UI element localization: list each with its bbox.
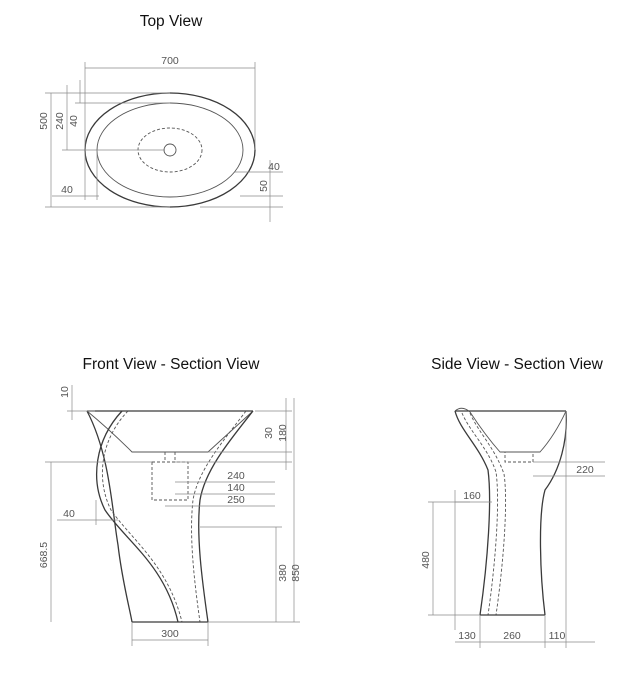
top-view-title: Top View [140,13,203,30]
dim-label: 240 [54,112,66,130]
dim-label: 700 [161,55,179,67]
dim-label: 160 [463,490,481,502]
dim-label: 380 [277,564,289,582]
dim-label: 30 [263,427,275,439]
front-view-title: Front View - Section View [83,356,261,373]
dim-label: 850 [290,564,302,582]
top-view: Top View [38,13,283,222]
dim-label: 220 [576,464,594,476]
dim-label: 40 [268,161,280,173]
dim-label: 130 [458,630,476,642]
dim-label: 250 [227,494,245,506]
drain-hole [163,143,177,157]
dim-label: 110 [549,630,566,642]
dim-label: 40 [63,508,75,520]
side-view-title: Side View - Section View [431,356,604,373]
dim-label: 40 [68,115,80,127]
dim-label: 260 [503,630,521,642]
side-view-dimension-labels: 220 160 480 130 260 110 [420,464,594,642]
dim-label: 240 [227,470,245,482]
dim-label: 40 [61,184,73,196]
front-view: Front View - Section View [38,356,302,646]
front-view-outline [86,410,254,623]
side-view-outline [454,407,567,616]
side-view: Side View - Section View [420,356,605,648]
front-view-dimension-labels: 10 30 180 240 140 250 40 668.5 380 850 3… [38,386,302,640]
dim-label: 300 [161,628,179,640]
top-view-dimension-labels: 700 500 240 40 40 40 50 [38,55,280,196]
dim-label: 480 [420,551,432,569]
dim-label: 500 [38,112,50,130]
dim-label: 10 [59,386,71,398]
front-view-dimension-lines [45,385,300,646]
dim-label: 50 [258,180,270,192]
dim-label: 140 [227,482,245,494]
dim-label: 180 [277,424,289,442]
side-view-dimension-lines [428,411,605,648]
top-view-dimension-lines [45,62,283,222]
dim-label: 668.5 [38,542,50,568]
